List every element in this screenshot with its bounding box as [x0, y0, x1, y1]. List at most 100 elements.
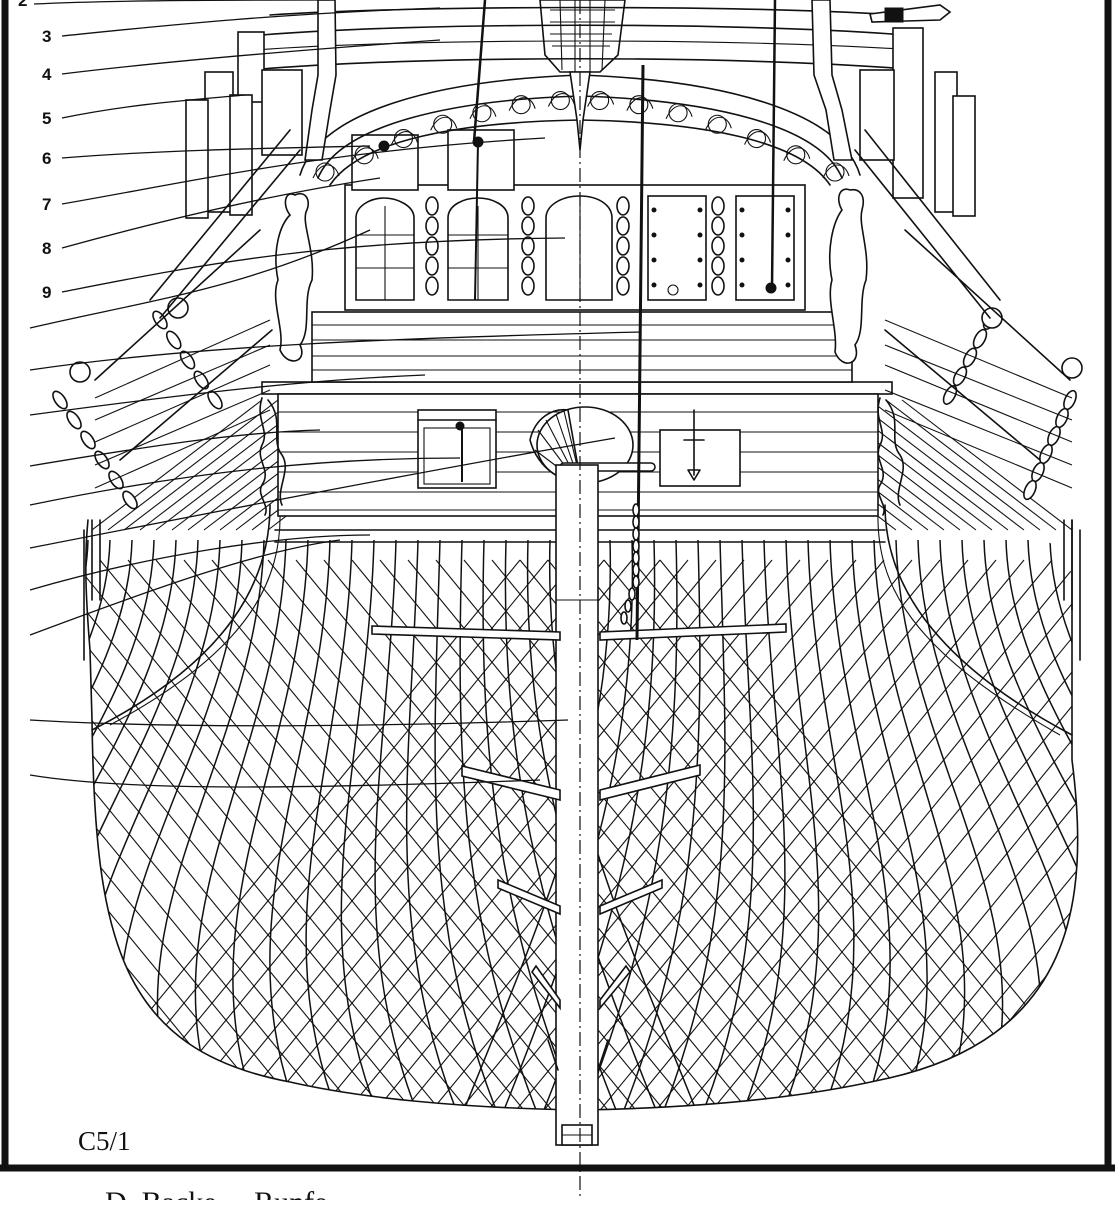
callout-number: 8 [42, 239, 51, 258]
pendant-bead [711, 276, 725, 296]
scroll-leaf [469, 105, 497, 119]
counter-carving-right [877, 397, 905, 516]
hull-plank [85, 539, 133, 1110]
rudder-chain-link [632, 503, 640, 517]
chain-link [66, 410, 82, 430]
hull-plank [85, 539, 89, 1110]
hull-hatch-left [591, 559, 1053, 1110]
chain-link [165, 330, 182, 350]
hull-plank [939, 539, 1078, 1110]
callout-leaders [29, 0, 641, 788]
chains-left [52, 297, 223, 510]
hull-hatch-right [85, 559, 449, 1110]
hull-hatch-right [267, 559, 729, 1110]
hull-hatch-right [463, 559, 925, 1110]
rudder-chain-link [632, 575, 640, 589]
hull-hatch-right [127, 559, 589, 1110]
timberhead-right-3 [952, 95, 976, 217]
hull-hatch-left [675, 559, 1078, 1110]
rudder-chain-link [632, 539, 640, 553]
hull-hatch-left [647, 559, 1078, 1110]
pendant-bead [616, 276, 630, 296]
tuck-line-right [884, 504, 1073, 736]
hull-plank [961, 539, 1078, 1110]
counter-side-plank [107, 399, 279, 531]
frame-lines [0, 0, 1115, 1172]
rudder-chain-link [632, 551, 640, 565]
gudgeon-4 [531, 964, 631, 1011]
deadeye [167, 297, 189, 319]
eyebolt-lower [667, 284, 679, 296]
hull-hatch-right [85, 559, 533, 1110]
hull-hatch-right [211, 559, 673, 1110]
hull-hatch-left [85, 559, 521, 1110]
hull-plank [807, 539, 855, 1110]
chain-link [193, 370, 210, 390]
side-rail-left [261, 69, 303, 156]
pendant-bead [711, 196, 725, 216]
scroll-leaf [822, 164, 850, 179]
hull-hatch-right [85, 559, 337, 1110]
sheet-code: C5/1 [78, 1126, 131, 1156]
pendant-bead [616, 256, 630, 276]
window-4 [647, 195, 707, 301]
hull-plank [1027, 539, 1078, 1110]
pendant-bead [711, 236, 725, 256]
rudder-chain-link [632, 527, 640, 541]
hull-plank [269, 539, 331, 1110]
pendant-bead [711, 256, 725, 276]
pendant-bead [616, 196, 630, 216]
chain-link [52, 390, 68, 410]
gun-port-hatch-right [659, 429, 741, 487]
gun-port-hatch-right-fitting [683, 409, 705, 481]
timberhead-left-1 [237, 31, 265, 103]
counter-side-plank [123, 399, 295, 531]
hull-hatch-left [115, 559, 577, 1110]
quarter-planks-left [94, 319, 271, 489]
gudgeon-2 [461, 763, 701, 802]
hull-hatch-right [85, 559, 141, 1110]
callout-number: 7 [42, 195, 51, 214]
pendant-bead [521, 216, 535, 236]
hull-plank [85, 539, 155, 1110]
hull-hatch-right [295, 559, 757, 1110]
gun-port-hatch-left [417, 409, 497, 489]
pendant-bead [521, 196, 535, 216]
hull-hatch-right [155, 559, 617, 1110]
hull-inner-line-right [877, 509, 1061, 736]
pendant-bead [521, 256, 535, 276]
scroll-leaf [351, 147, 379, 161]
acanthus-scrolls [312, 90, 850, 182]
rudder-blade [555, 464, 599, 1146]
chain-link [94, 450, 110, 470]
rudder-chain [620, 503, 640, 625]
stern-gallery [311, 129, 853, 383]
hull-hatch-left [143, 559, 605, 1110]
hull-hatch-left [871, 559, 1078, 1110]
chain-link [942, 385, 958, 405]
swivel-gun [869, 4, 952, 23]
upper-works [185, 0, 976, 219]
hull-hatch-left [255, 559, 717, 1110]
counter-side-plank [885, 399, 1057, 531]
stern-lantern-grid [550, 0, 615, 72]
hull-hatch-left [703, 559, 1078, 1110]
quarter-step-right [1063, 519, 1081, 661]
hull-hatch-right [631, 559, 1078, 1110]
gudgeon-5 [547, 1039, 609, 1071]
hull-hatch-right [435, 559, 897, 1110]
rudder-chain-link [632, 563, 640, 577]
window-4-rivets [651, 207, 791, 288]
hull-hatch-right [0, 560, 84, 1120]
quarter-rail-left [94, 129, 301, 461]
window-2-muntins [448, 206, 508, 300]
scroll-leaf [312, 164, 340, 179]
gallery-rail-seams [312, 324, 852, 371]
hull-plank [459, 539, 541, 1110]
hull-plank [983, 539, 1078, 1110]
hull-hatch-left [619, 559, 1078, 1110]
deadeye [69, 361, 91, 383]
halyards [461, 0, 777, 482]
rudder-chain-link [620, 611, 628, 625]
